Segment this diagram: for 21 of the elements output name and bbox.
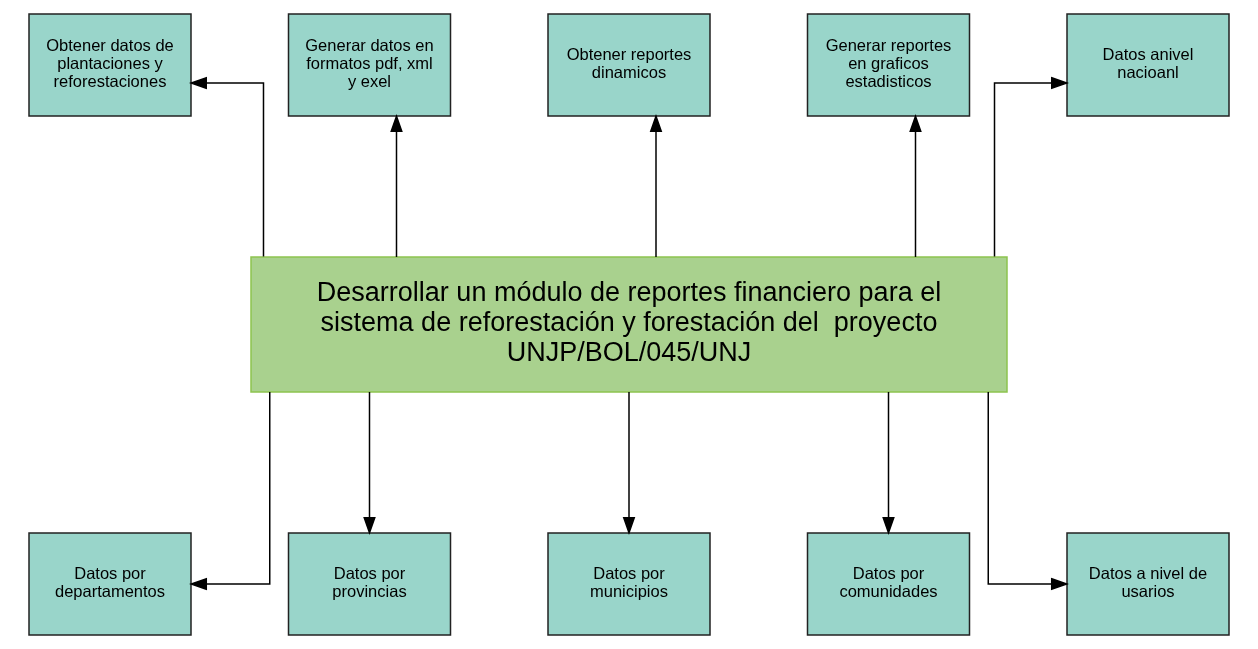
node-box: Desarrollar un módulo de reportes financiero para el sistema de reforestación y forestación del proyecto UNJP/BOL/045/UNJ [250,256,1008,393]
arrow [390,113,403,258]
node-box: Datos por departamentos [28,532,192,636]
node-box: Datos a nivel de usarios [1066,532,1230,636]
arrow [363,391,376,536]
node-box: Datos por comunidades [806,532,971,636]
node-box: Obtener datos de plantaciones y reforestaciones [28,13,192,117]
arrow [909,113,922,258]
arrow [993,76,1070,258]
arrow [622,391,636,536]
node-box: Datos por municipios [547,532,711,636]
arrow [188,76,265,258]
arrow [987,391,1069,591]
node-box: Datos anivel nacioanl [1066,13,1230,117]
node-box: Generar reportes en graficos estadisticos [806,13,971,117]
arrow [189,391,271,591]
node-box: Datos por provincias [287,532,452,636]
arrow [882,391,895,536]
arrow [649,113,663,258]
node-box: Generar datos en formatos pdf, xml y exel [287,13,452,117]
node-box: Obtener reportes dinamicos [547,13,711,117]
